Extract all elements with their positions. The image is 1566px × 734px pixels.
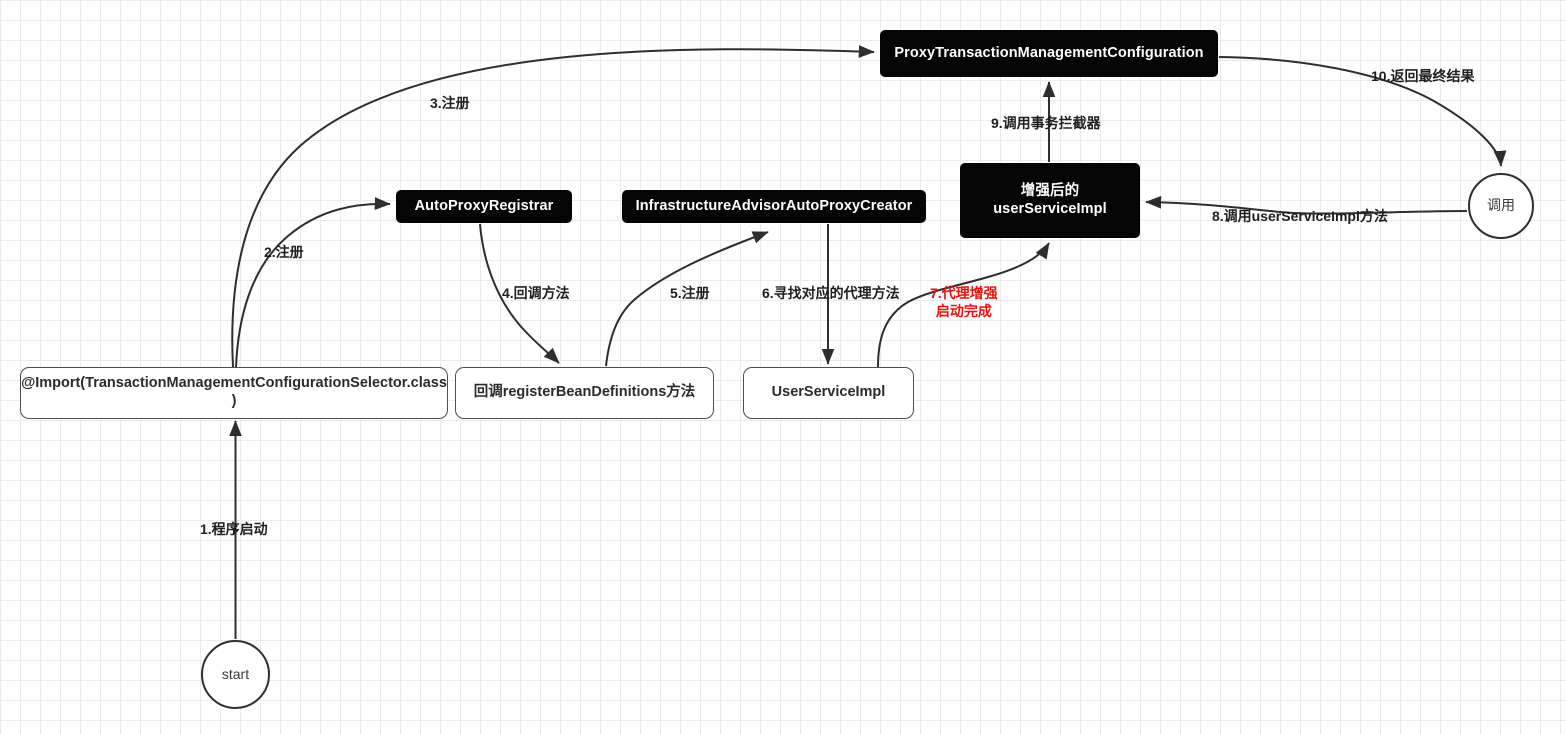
node-auto-proxy-registrar[interactable]: AutoProxyRegistrar <box>396 190 572 223</box>
edge-label-5: 5.注册 <box>670 285 710 301</box>
edge-label-1: 1.程序启动 <box>200 521 268 537</box>
node-register-bean-definitions[interactable]: 回调registerBeanDefinitions方法 <box>455 367 714 419</box>
edge-path-2 <box>235 197 391 368</box>
node-user-service-impl[interactable]: UserServiceImpl <box>743 367 914 419</box>
node-start-circle[interactable]: start <box>201 640 270 709</box>
edge-label-3: 3.注册 <box>430 95 470 111</box>
node-import-selector[interactable]: @Import(TransactionManagementConfigurati… <box>20 367 448 419</box>
edge-label-8: 8.调用userServiceImpl方法 <box>1212 208 1388 224</box>
edge-label-10: 10.返回最终结果 <box>1371 68 1475 84</box>
node-call-circle[interactable]: 调用 <box>1468 173 1534 239</box>
edge-label-2: 2.注册 <box>264 244 304 260</box>
edge-label-4: 4.回调方法 <box>502 285 570 301</box>
edge-label-9: 9.调用事务拦截器 <box>991 115 1101 131</box>
node-proxy-transaction-management-configuration[interactable]: ProxyTransactionManagementConfiguration <box>880 30 1218 77</box>
node-infrastructure-advisor-auto-proxy-creator[interactable]: InfrastructureAdvisorAutoProxyCreator <box>622 190 926 223</box>
edge-label-6: 6.寻找对应的代理方法 <box>762 285 900 301</box>
edge-label-7: 7.代理增强 启动完成 <box>930 285 998 319</box>
node-enhanced-user-service-impl[interactable]: 增强后的 userServiceImpl <box>960 163 1140 238</box>
